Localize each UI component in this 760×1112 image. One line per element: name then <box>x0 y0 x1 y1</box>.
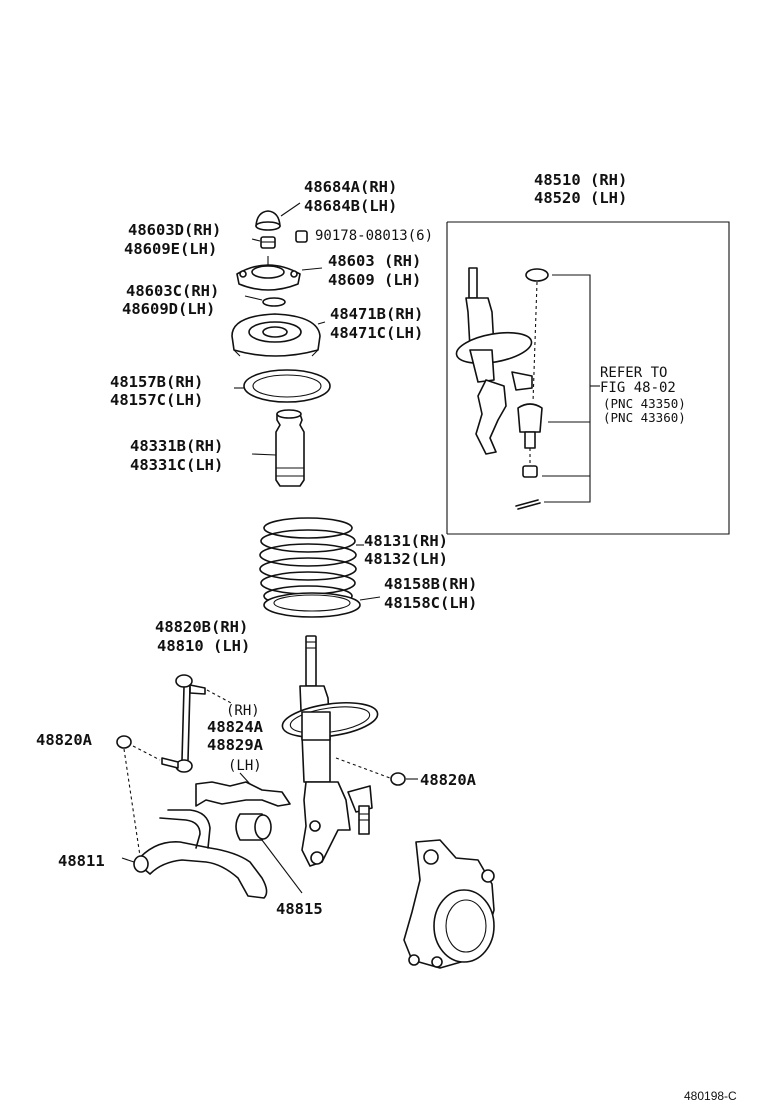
label-48815: 48815 <box>276 900 323 918</box>
steering-knuckle-part <box>403 839 495 969</box>
label-48609: 48609 (LH) <box>328 271 421 289</box>
label-48811: 48811 <box>58 852 105 870</box>
ball-joint-reference-part <box>517 403 543 449</box>
label-48824a: 48824A <box>207 718 264 736</box>
label-48471c: 48471C(LH) <box>330 324 423 342</box>
label-48132: 48132(LH) <box>364 550 448 568</box>
cotter-pin-reference-part <box>515 499 541 510</box>
nut-left-part <box>116 735 132 749</box>
bound-stopper-part <box>275 409 305 487</box>
label-48331b: 48331B(RH) <box>130 437 223 455</box>
label-48131: 48131(RH) <box>364 532 448 550</box>
stabilizer-bracket-part <box>195 781 291 807</box>
label-48510: 48510 (RH) <box>534 171 627 189</box>
label-48820a-right: 48820A <box>420 771 477 789</box>
label-48471b: 48471B(RH) <box>330 305 423 323</box>
label-refer-to: REFER TO <box>600 365 667 381</box>
strut-assembly-part <box>281 635 379 867</box>
label-90178: 90178-08013(6) <box>315 228 433 244</box>
label-48157c: 48157C(LH) <box>110 391 203 409</box>
lower-insulator-part <box>263 592 361 618</box>
spring-upper-seat-part <box>231 313 321 357</box>
label-48331c: 48331C(LH) <box>130 456 223 474</box>
label-48820b: 48820B(RH) <box>155 618 248 636</box>
label-48810: 48810 (LH) <box>157 637 250 655</box>
label-48684a: 48684A(RH) <box>304 178 397 196</box>
label-pnc-43360: (PNC 43360) <box>603 410 686 425</box>
label-48829a: 48829A <box>207 736 264 754</box>
nut-right-part <box>390 772 406 786</box>
label-48603d: 48603D(RH) <box>128 221 221 239</box>
clip-reference-part <box>525 268 549 282</box>
label-48609d: 48609D(LH) <box>122 300 215 318</box>
stabilizer-link-part <box>161 674 206 773</box>
label-48684b: 48684B(LH) <box>304 197 397 215</box>
bushing-part <box>235 813 272 841</box>
label-lh-tag: (LH) <box>228 758 262 774</box>
label-48157b: 48157B(RH) <box>110 373 203 391</box>
figure-code: 480198-C <box>684 1089 737 1103</box>
label-48820a-left: 48820A <box>36 731 93 749</box>
castle-nut-reference-part <box>522 465 538 478</box>
small-nut-part <box>295 230 308 243</box>
spring-insulator-part <box>243 369 331 403</box>
dust-cap-part <box>255 210 281 231</box>
label-48609e: 48609E(LH) <box>124 240 217 258</box>
label-48520: 48520 (LH) <box>534 189 627 207</box>
suspension-support-part <box>236 256 301 291</box>
bearing-part <box>262 297 286 307</box>
label-48158b: 48158B(RH) <box>384 575 477 593</box>
coil-spring-part <box>259 517 357 607</box>
stabilizer-bar-part <box>133 809 268 899</box>
label-pnc-43350: (PNC 43350) <box>603 396 686 411</box>
label-48603c: 48603C(RH) <box>126 282 219 300</box>
label-48158c: 48158C(LH) <box>384 594 477 612</box>
nut-part <box>260 236 276 249</box>
strut-reference-part <box>455 267 533 455</box>
label-refer-fig: FIG 48-02 <box>600 380 676 396</box>
label-48603: 48603 (RH) <box>328 252 421 270</box>
label-rh-tag: (RH) <box>226 703 260 719</box>
